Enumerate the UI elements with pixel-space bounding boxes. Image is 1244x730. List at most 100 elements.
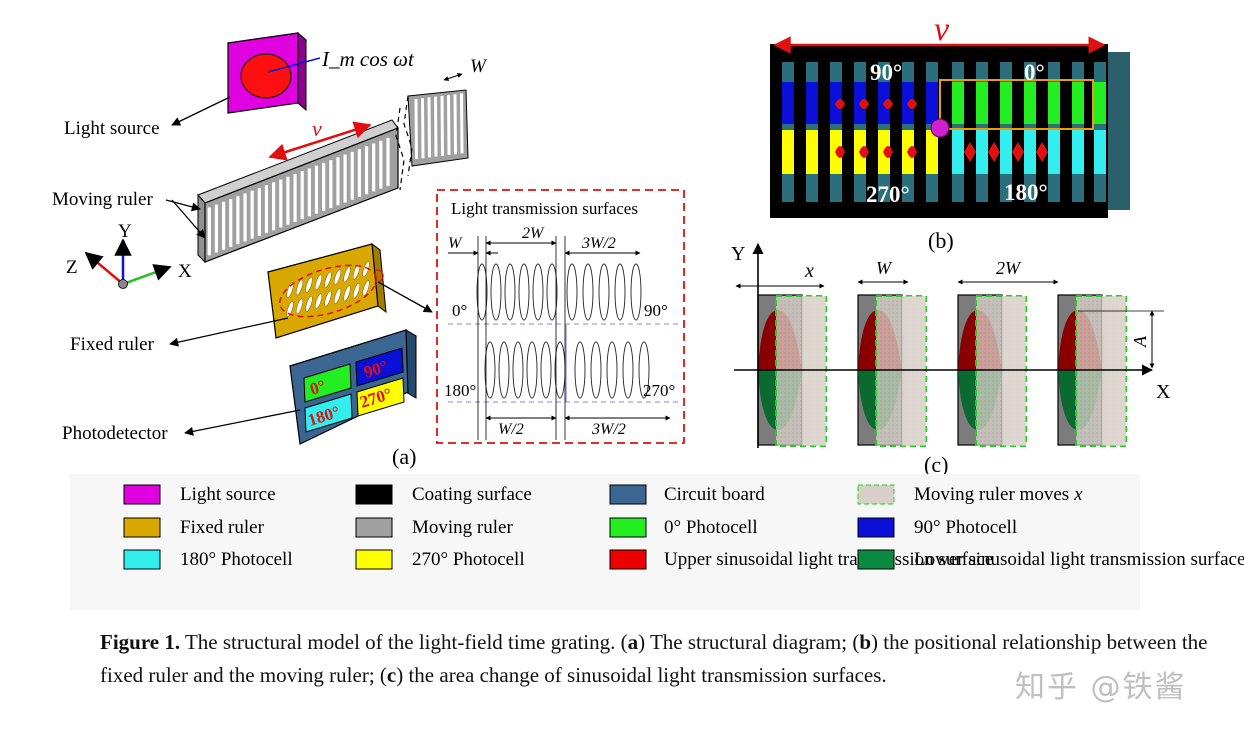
photocell-90-segment [806, 82, 818, 124]
zoom-pointer [375, 269, 384, 283]
phase-90: 90° [870, 60, 902, 85]
circuit-board-b [1106, 52, 1130, 210]
fixed-ruler-slit [295, 279, 304, 296]
legend-swatch [609, 484, 647, 505]
legend-label: Coating surface [412, 484, 532, 505]
caption-ref-b: b [859, 630, 871, 654]
intensity-formula: I_m cos ωt [321, 47, 415, 71]
axis-x-label: X [178, 261, 192, 282]
velocity-arrow-a [268, 121, 372, 161]
zoom-arrow [377, 281, 433, 313]
inset-ellipse-upper [532, 263, 544, 321]
pivot-dot [930, 118, 950, 138]
upper-sinusoidal-surface [988, 142, 1000, 162]
photodetector [288, 329, 418, 445]
light-source-pointer [171, 96, 231, 126]
detector-0: 0° [308, 376, 328, 399]
legend-label: Moving ruler [412, 517, 513, 538]
photocell-180-segment [1094, 130, 1106, 174]
fixed-ruler-slit [314, 274, 323, 291]
inset-title: Light transmission surfaces [451, 199, 638, 218]
c-y-label: Y [731, 243, 745, 265]
inset-0: 0° [452, 301, 467, 320]
inset-ellipse-upper [614, 263, 626, 321]
caption-text-4: ) the area change of sinusoidal light tr… [396, 663, 887, 687]
legend-swatch [123, 517, 161, 538]
inset-ellipse-upper [476, 263, 488, 321]
moving-ruler-pointer-line [171, 199, 206, 239]
caption-text-2: ) The structural diagram; ( [638, 630, 860, 654]
watermark: 知乎 @铁酱 [1015, 670, 1187, 705]
legend-label: Light source [180, 484, 276, 505]
photocell-270-segment [806, 130, 818, 174]
inset-ellipse-lower [554, 341, 566, 399]
inset-ellipse-upper [630, 263, 642, 321]
upper-sinusoidal-surface [907, 146, 917, 158]
legend: Light source Coating surface Circuit board… [123, 484, 1244, 570]
legend-swatch [857, 517, 895, 538]
fixed-ruler-slit [362, 261, 370, 278]
fixed-ruler-slit [352, 282, 361, 299]
moving-ruler-slit [453, 94, 457, 155]
fixed-ruler-slits [286, 261, 370, 317]
fixed-ruler-slit [333, 288, 342, 304]
moving-ruler [197, 89, 469, 264]
moving-ruler-slit [421, 98, 425, 159]
legend-label: Circuit board [664, 484, 765, 505]
w-tick-a [443, 73, 463, 81]
inset-ellipse-lower [540, 341, 552, 399]
photocell-0-segment [952, 82, 964, 124]
moving-ruler-pointer [165, 199, 201, 212]
legend-label: 180° Photocell [180, 549, 293, 570]
inset-ellipse-lower [512, 341, 524, 399]
moving-ruler-slit [460, 93, 464, 154]
light-source-block [226, 31, 321, 114]
panel-b-diamonds [835, 99, 1048, 162]
caption-ref-c: c [386, 663, 397, 687]
c-2w-label: 2W [996, 258, 1022, 278]
w-label-a: W [470, 56, 488, 77]
legend-swatch [355, 517, 393, 538]
photocell-0-segment [1024, 82, 1036, 124]
moving-ruler-band [902, 296, 926, 446]
inset-270: 270° [643, 381, 675, 400]
fixed-ruler-slit [324, 271, 332, 288]
upper-sinusoidal-surface [835, 146, 845, 158]
inset-ellipse-lower [622, 341, 634, 399]
inset-ellipse-lower [574, 341, 586, 399]
photocell-90-segment [926, 82, 938, 124]
moving-ruler-band [1102, 296, 1126, 446]
moving-ruler-band [802, 296, 826, 446]
legend-swatch [123, 484, 161, 505]
inset-ellipse-lower [606, 341, 618, 399]
label-moving-ruler: Moving ruler [52, 189, 153, 210]
legend-label: Upper sinusoidal light transmission surf… [664, 549, 993, 570]
c-w-label: W [876, 258, 893, 278]
upper-sinusoidal-surface [883, 99, 893, 109]
panel-b-tag: (b) [928, 228, 954, 253]
panel-a-tag: (a) [392, 444, 416, 469]
legend-swatch [857, 484, 895, 505]
photocell-270-segment [782, 130, 794, 174]
photodetector-pointer [184, 409, 301, 436]
fixed-ruler-slit [333, 269, 342, 285]
fixed-ruler-slit [324, 290, 332, 307]
moving-ruler-slits [207, 137, 390, 256]
upper-sinusoidal-surface [835, 99, 845, 109]
moving-ruler-band [1002, 296, 1026, 446]
inset-3w2-bottom: 3W/2 [591, 421, 626, 438]
caption-text-1: The structural model of the light-field … [180, 630, 628, 654]
inset-guides [448, 236, 680, 440]
upper-sinusoidal-surface [1012, 142, 1024, 162]
upper-sinusoidal-surface [883, 146, 893, 158]
legend-swatch [609, 517, 647, 538]
label-photodetector: Photodetector [62, 423, 168, 444]
photocell-180-segment [976, 130, 988, 174]
inset-ellipse-lower [526, 341, 538, 399]
legend-swatch [355, 549, 393, 570]
axis-y-label: Y [118, 221, 132, 242]
phase-0: 0° [1024, 60, 1045, 85]
inset-3w2: 3W/2 [581, 235, 616, 252]
panel-c: Y X x W 2W A (c) [731, 242, 1171, 477]
